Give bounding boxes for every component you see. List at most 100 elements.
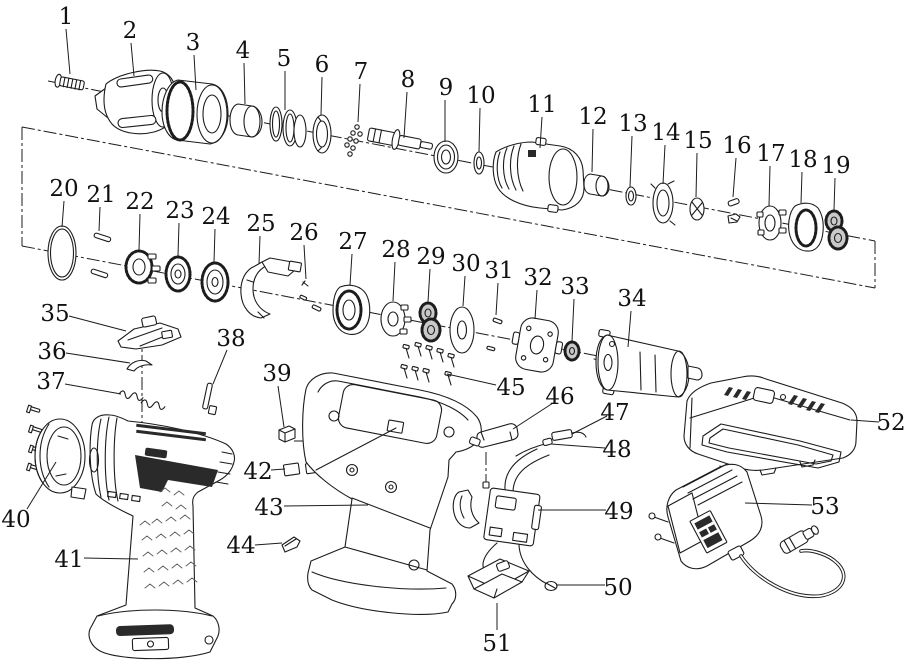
leader-line-14 [662,144,666,185]
part-number-26: 26 [289,220,318,246]
part-number-37: 37 [36,369,65,395]
leader-line-28 [392,261,396,302]
part-number-8: 8 [401,67,416,93]
leader-line-10 [478,107,481,153]
leader-line-4 [243,62,246,105]
part-24-gear [200,261,230,303]
part-number-28: 28 [381,237,410,263]
part-number-5: 5 [277,46,292,72]
leader-line-40 [26,461,57,510]
part-number-35: 35 [40,301,69,327]
part-number-24: 24 [201,204,230,230]
part-3-clutch-ring [161,79,229,145]
part-39-clip [278,425,296,443]
part-number-25: 25 [246,211,275,237]
part-29-gear-pair [418,301,442,343]
part-number-14: 14 [651,120,680,146]
leader-line-30 [462,275,466,307]
part-number-18: 18 [788,147,817,173]
part-45-screws [400,341,455,386]
part-number-33: 33 [560,274,589,300]
part-34-motor [593,328,703,398]
part-number-38: 38 [216,326,245,352]
part-number-11: 11 [527,92,556,118]
part-37-springs [118,390,166,410]
part-51-base-bracket [467,558,530,599]
leader-line-12 [591,128,594,173]
part-number-22: 22 [125,189,154,215]
part-number-17: 17 [756,141,785,167]
leader-line-6 [320,76,323,116]
leader-line-8 [403,91,408,139]
part-22-gear-carrier [124,249,161,285]
part-11-gearbox-housing [492,137,585,213]
part-6-washer [312,114,332,154]
part-number-12: 12 [578,104,607,130]
part-16-pins [727,198,741,224]
part-number-36: 36 [37,339,66,365]
leader-line-34 [627,310,632,348]
leader-line-7 [357,83,361,123]
part-number-4: 4 [236,38,251,64]
leader-line-24 [213,228,216,263]
part-number-20: 20 [49,176,78,202]
leader-line-39 [277,385,285,428]
leader-line-45 [446,373,497,386]
part-53-charger [648,463,846,599]
leader-line-48 [550,443,606,449]
leader-line-21 [98,206,101,232]
leader-line-36 [65,352,131,364]
part-5-washers [269,106,307,148]
part-number-27: 27 [338,229,367,255]
part-52-battery-pack [683,375,858,476]
leader-line-26 [303,244,307,280]
part-8-spindle [366,127,434,150]
leader-line-23 [177,222,180,257]
part-number-44: 44 [226,533,255,559]
part-35-selector-plate [117,315,182,350]
part-number-31: 31 [484,258,513,284]
leader-line-15 [695,152,698,198]
part-25-shift-ring [240,257,302,319]
part-38-push-rod [202,382,218,416]
part-number-1: 1 [59,4,74,30]
leader-line-1 [65,28,71,75]
leader-line-13 [629,135,633,188]
part-number-13: 13 [618,111,647,137]
axis-return-diagonal [21,126,876,289]
leader-line-43 [283,504,369,507]
part-number-43: 43 [254,495,283,521]
part-40-clutch-collar [34,418,87,500]
part-number-41: 41 [54,547,83,573]
part-number-45: 45 [496,375,525,401]
part-48-wire-lead [515,437,553,457]
part-47-wire-connector [551,429,587,441]
part-14-retainer-ring [650,180,676,226]
part-number-3: 3 [186,30,201,56]
part-26-screws [299,280,322,312]
part-46-forward-reverse-button [468,423,519,489]
part-number-42: 42 [243,459,272,485]
part-number-29: 29 [416,244,445,270]
connection-lines [315,427,397,471]
part-40-screws [25,404,43,472]
part-number-53: 53 [810,494,839,520]
part-23-gear [164,255,192,293]
leader-line-38 [212,349,228,385]
leader-line-41 [83,557,139,560]
part-18-ring-gear [788,202,824,252]
part-number-32: 32 [523,265,552,291]
leader-line-3 [193,54,197,91]
part-21-pins [90,232,112,279]
leader-line-53 [744,502,813,506]
part-number-34: 34 [617,286,646,312]
part-36-spring-clip [126,359,153,372]
leader-line-18 [800,171,803,204]
part-15-clip [689,197,705,221]
leader-line-37 [64,383,122,395]
part-4-sleeve [229,103,263,138]
part-number-48: 48 [602,437,631,463]
leader-line-17 [768,165,771,207]
part-number-15: 15 [683,128,712,154]
